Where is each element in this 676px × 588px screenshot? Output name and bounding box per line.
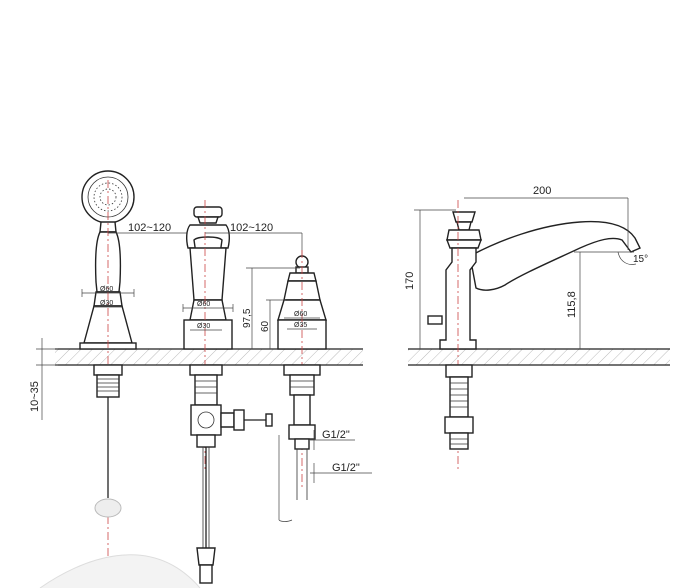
spacing-right-label: 102~120 — [230, 222, 273, 234]
hand-shower — [79, 170, 137, 560]
spacing-dimension-right: 102~120 — [205, 222, 303, 262]
deck-right — [408, 348, 670, 366]
shower-dia-60: Ø60 — [100, 286, 113, 293]
spout-angle-label: 15° — [633, 254, 648, 265]
thread-lower-label: G1/2" — [332, 462, 360, 474]
shower-dia-30: Ø30 — [100, 300, 113, 307]
deck-thickness-label: 10~35 — [29, 381, 41, 412]
valve-dia-35: Ø35 — [294, 322, 307, 329]
valve-height-dimensions: 97,5 60 — [242, 267, 300, 349]
diverter-mixer — [183, 200, 233, 470]
spacing-left-label: 102~120 — [128, 222, 171, 234]
shower-shank — [39, 364, 201, 588]
cold-valve — [277, 250, 327, 490]
valve-dia-60: Ø60 — [294, 311, 307, 318]
mixer-dia-30: Ø30 — [197, 323, 210, 330]
spout-reach-label: 200 — [533, 185, 551, 197]
valve-height-total: 97,5 — [242, 308, 253, 328]
thread-callouts: G1/2" G1/2" — [310, 429, 372, 483]
spout-outlet-height-label: 115,8 — [566, 291, 578, 318]
deck-left — [55, 348, 363, 366]
mixer-diameter-callouts: Ø60 Ø30 — [182, 301, 234, 331]
spout-side-view — [427, 200, 641, 470]
valve-height-body: 60 — [260, 320, 271, 332]
valve-underside — [278, 364, 321, 522]
spout-height-label: 170 — [404, 272, 416, 290]
deck-thickness-dimension: 10~35 — [29, 338, 58, 420]
mixer-dia-60: Ø60 — [197, 301, 210, 308]
valve-diameter-callouts: Ø60 Ø35 — [284, 311, 320, 330]
shower-diameter-callouts: Ø60 Ø30 — [81, 286, 135, 308]
spout-dimensions: 200 170 115,8 15° — [404, 185, 648, 349]
thread-upper-label: G1/2" — [322, 429, 350, 441]
mixer-underside — [189, 364, 273, 584]
